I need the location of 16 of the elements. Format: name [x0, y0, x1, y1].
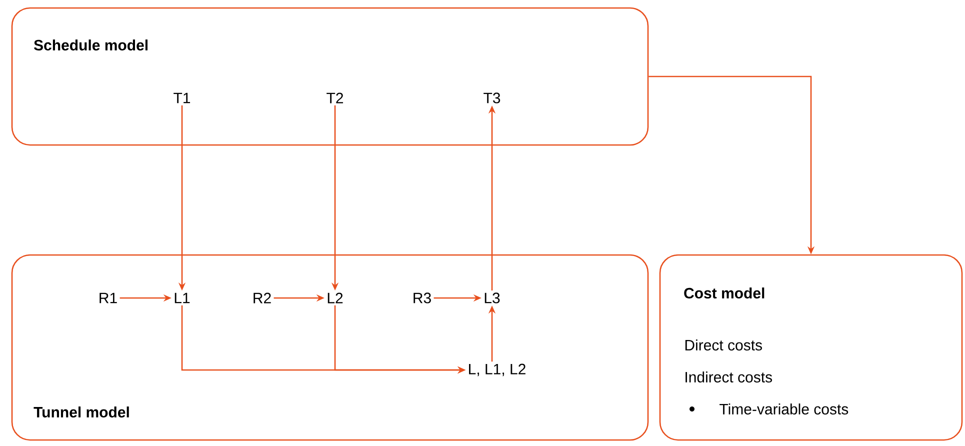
variable-label: L1 [174, 292, 190, 304]
cost-item: Time-variable costs [720, 403, 848, 414]
box-heading: Schedule model [34, 40, 148, 50]
variable-label: R3 [414, 292, 431, 304]
box-heading: Tunnel model [34, 406, 129, 418]
cost-item: Direct costs [685, 339, 762, 350]
variable-label: L2 [328, 292, 343, 304]
variable-label: R1 [100, 292, 117, 304]
variable-label: T3 [484, 92, 500, 104]
box-heading: Cost model [684, 287, 764, 298]
variable-label: L, L1, L2 [469, 364, 526, 376]
variable-label: R2 [254, 292, 271, 304]
cost-item: Indirect costs [686, 371, 772, 382]
variable-label: T2 [326, 92, 344, 104]
variable-label: L3 [484, 292, 500, 304]
variable-label: T1 [174, 92, 190, 104]
